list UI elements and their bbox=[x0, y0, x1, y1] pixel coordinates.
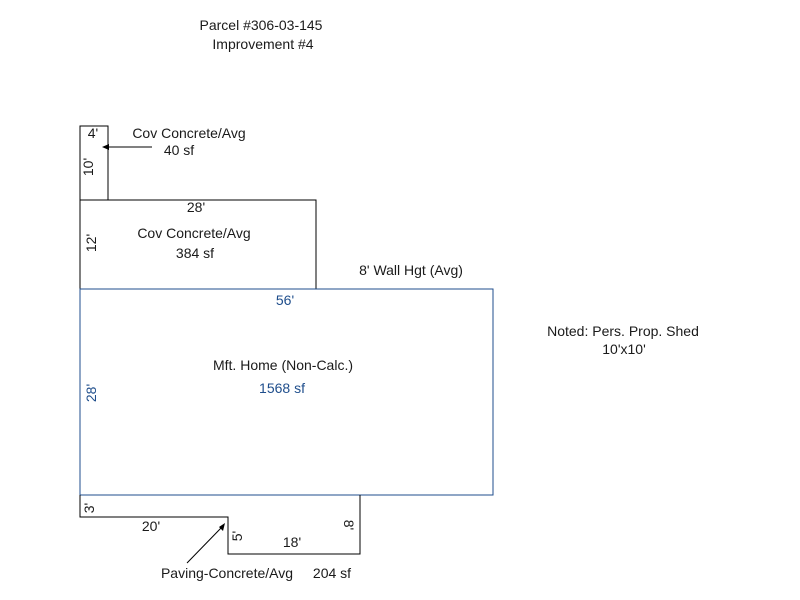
paving-area: 204 sf bbox=[313, 565, 351, 581]
cov-small-arrow-head bbox=[102, 144, 109, 150]
cov-large-area: 384 sf bbox=[176, 245, 214, 261]
improvement-number: Improvement #4 bbox=[212, 36, 313, 52]
cov-large-label: Cov Concrete/Avg bbox=[137, 225, 250, 241]
note-line-1: Noted: Pers. Prop. Shed bbox=[547, 323, 699, 339]
cov-large-width-dim: 28' bbox=[187, 199, 205, 215]
paving-label: Paving-Concrete/Avg bbox=[161, 565, 293, 581]
parcel-number: Parcel #306-03-145 bbox=[200, 17, 323, 33]
paving-arrow-head bbox=[219, 523, 225, 531]
note-line-2: 10'x10' bbox=[602, 341, 646, 357]
cov-large-height-dim: 12' bbox=[83, 234, 99, 252]
cov-small-area: 40 sf bbox=[164, 142, 194, 158]
paving-step-dim: 5' bbox=[229, 531, 245, 541]
paving-top-left-dim: 20' bbox=[142, 518, 160, 534]
paving-right-dim: 8' bbox=[341, 520, 357, 530]
main-width-dim: 56' bbox=[276, 292, 294, 308]
paving-left-dim: 3' bbox=[81, 503, 97, 513]
cov-small-width-dim: 4' bbox=[88, 125, 98, 141]
cov-small-height-dim: 10' bbox=[80, 158, 96, 176]
wall-height-label: 8' Wall Hgt (Avg) bbox=[359, 262, 463, 278]
main-home-label: Mft. Home (Non-Calc.) bbox=[213, 357, 353, 373]
cov-small-label: Cov Concrete/Avg bbox=[132, 125, 245, 141]
paving-bottom-dim: 18' bbox=[283, 534, 301, 550]
main-home-area: 1568 sf bbox=[259, 380, 305, 396]
main-height-dim: 28' bbox=[83, 384, 99, 402]
main-home-outline bbox=[79, 288, 494, 496]
paving-outline bbox=[79, 495, 361, 555]
paving-arrow-shaft bbox=[186, 526, 223, 564]
